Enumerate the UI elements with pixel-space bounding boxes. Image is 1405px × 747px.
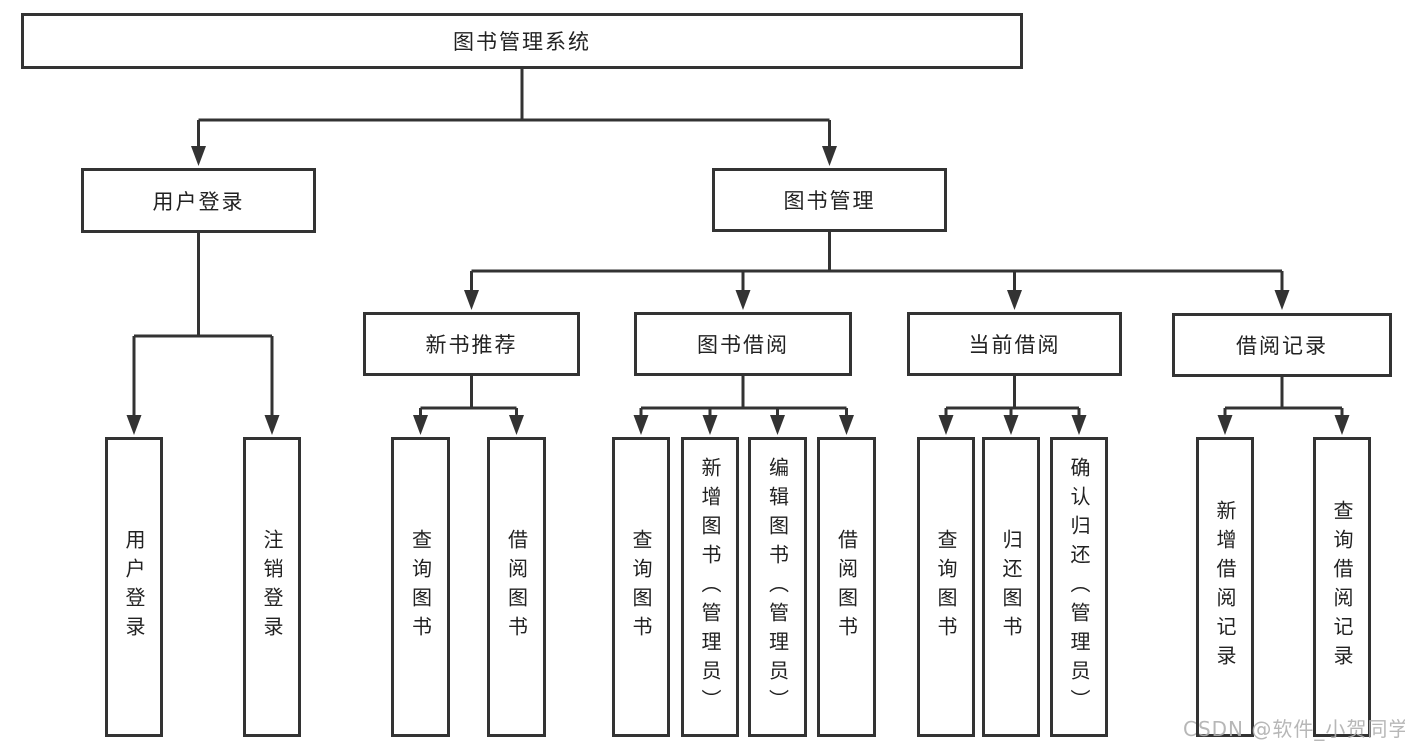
leaf-edit-book-admin: 编辑图书（管理员） xyxy=(748,437,807,737)
leaf-confirm-return-admin-label: 确认归还（管理员） xyxy=(1067,456,1091,718)
leaf-logout-label: 注销登录 xyxy=(260,529,284,645)
leaf-recommend-borrow-book: 借阅图书 xyxy=(487,437,546,737)
leaf-recommend-borrow-book-label: 借阅图书 xyxy=(504,529,529,645)
leaf-current-query-book: 查询图书 xyxy=(917,437,975,737)
leaf-borrow-book: 借阅图书 xyxy=(817,437,876,737)
node-user-login: 用户登录 xyxy=(81,168,316,233)
leaf-confirm-return-admin: 确认归还（管理员） xyxy=(1050,437,1108,737)
tree-edges xyxy=(132,69,1344,418)
leaf-current-query-book-label: 查询图书 xyxy=(934,529,958,645)
csdn-watermark: CSDN @软件_小贺同学 xyxy=(1183,717,1405,741)
leaf-logout: 注销登录 xyxy=(243,437,301,737)
node-new-book-recommend-label: 新书推荐 xyxy=(425,333,518,357)
leaf-add-book-admin-label: 新增图书（管理员） xyxy=(698,456,722,718)
node-book-borrow-label: 图书借阅 xyxy=(697,333,789,357)
leaf-add-borrow-record: 新增借阅记录 xyxy=(1196,437,1254,737)
leaf-return-book: 归还图书 xyxy=(982,437,1040,737)
node-book-management: 图书管理 xyxy=(712,168,947,232)
node-root-label: 图书管理系统 xyxy=(453,30,591,54)
leaf-borrow-query-book-label: 查询图书 xyxy=(629,529,653,645)
leaf-recommend-query-book-label: 查询图书 xyxy=(408,529,433,645)
leaf-edit-book-admin-label: 编辑图书（管理员） xyxy=(765,456,790,718)
leaf-user-login-label: 用户登录 xyxy=(122,529,146,645)
node-borrow-record-label: 借阅记录 xyxy=(1236,334,1328,358)
node-current-borrow-label: 当前借阅 xyxy=(968,333,1061,357)
leaf-return-book-label: 归还图书 xyxy=(999,529,1023,645)
leaf-query-borrow-record: 查询借阅记录 xyxy=(1313,437,1371,737)
node-user-login-label: 用户登录 xyxy=(152,189,245,214)
arrow-heads xyxy=(126,146,1350,435)
leaf-recommend-query-book: 查询图书 xyxy=(391,437,450,737)
leaf-user-login: 用户登录 xyxy=(105,437,163,737)
node-root: 图书管理系统 xyxy=(21,13,1023,69)
leaf-add-book-admin: 新增图书（管理员） xyxy=(681,437,739,737)
leaf-borrow-query-book: 查询图书 xyxy=(612,437,670,737)
node-current-borrow: 当前借阅 xyxy=(907,312,1122,376)
leaf-query-borrow-record-label: 查询借阅记录 xyxy=(1330,500,1354,674)
node-borrow-record: 借阅记录 xyxy=(1172,313,1392,377)
leaf-borrow-book-label: 借阅图书 xyxy=(834,529,859,645)
node-book-borrow: 图书借阅 xyxy=(634,312,852,376)
node-book-management-label: 图书管理 xyxy=(783,189,876,213)
node-new-book-recommend: 新书推荐 xyxy=(363,312,580,376)
leaf-add-borrow-record-label: 新增借阅记录 xyxy=(1213,500,1237,674)
